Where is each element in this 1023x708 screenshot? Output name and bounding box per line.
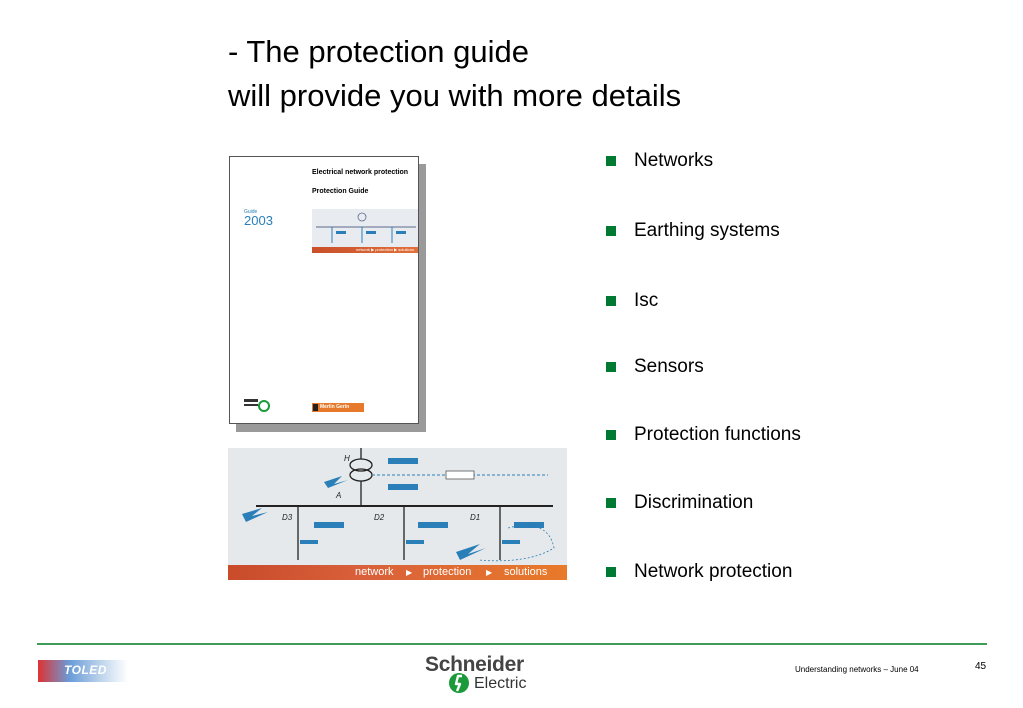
page-number: 45 — [975, 661, 987, 672]
svg-text:A: A — [335, 491, 341, 500]
list-item: Protection functions — [606, 424, 801, 446]
svg-text:D3: D3 — [282, 513, 293, 522]
toled-text: TOLED — [64, 663, 107, 677]
footer-caption: Understanding networks – June 04 — [795, 665, 919, 674]
cover-year: 2003 — [244, 213, 273, 228]
banner-arrow-icon: ▶ — [406, 568, 413, 577]
toled-logo: TOLED — [38, 660, 128, 682]
svg-text:H: H — [344, 454, 350, 463]
cover-subheading: Protection Guide — [312, 188, 369, 195]
list-item-label: Networks — [634, 150, 714, 171]
guide-cover: Electrical network protection Protection… — [229, 156, 419, 424]
list-item: Discrimination — [606, 492, 753, 514]
list-item-label: Discrimination — [634, 492, 754, 513]
cover-guide-label: Guide — [244, 209, 258, 215]
bullet-square-icon — [606, 430, 616, 440]
list-item-label: Isc — [634, 290, 659, 311]
merlin-gerin-tag: Merlin Gerin — [312, 403, 364, 412]
list-item-label: Network protection — [634, 561, 793, 582]
schneider-mini-logo-icon — [244, 399, 270, 412]
merlin-gerin-text: Merlin Gerin — [320, 404, 350, 410]
cover-bar: network ▶ protection ▶ solutions — [312, 247, 418, 253]
banner-network: network — [355, 566, 394, 578]
cover-bar-text: network ▶ protection ▶ solutions — [356, 247, 414, 252]
schneider-logo-icon — [449, 673, 469, 693]
cover-diagram-thumbnail — [312, 209, 418, 247]
list-item-label: Sensors — [634, 356, 704, 377]
bullet-square-icon — [606, 567, 616, 577]
schneider-logo-text: Schneider — [425, 653, 524, 676]
slide-title: - The protection guide will provide you … — [228, 30, 681, 118]
merlin-gerin-icon — [313, 404, 318, 411]
banner-protection: protection — [423, 566, 472, 578]
list-item: Isc — [606, 290, 658, 312]
bullet-square-icon — [606, 156, 616, 166]
bullet-square-icon — [606, 362, 616, 372]
title-line-1: - The protection guide — [228, 34, 530, 69]
footer-divider — [37, 643, 987, 645]
bullet-square-icon — [606, 296, 616, 306]
banner-arrow-icon: ▶ — [486, 568, 493, 577]
list-item: Networks — [606, 150, 713, 172]
list-item-label: Earthing systems — [634, 220, 780, 241]
list-item: Network protection — [606, 561, 792, 583]
list-item-label: Protection functions — [634, 424, 801, 445]
cover-heading: Electrical network protection — [312, 169, 409, 176]
banner-solutions: solutions — [504, 566, 548, 578]
bullet-square-icon — [606, 498, 616, 508]
network-diagram: H A D3 D2 D1 — [228, 448, 567, 565]
list-item: Sensors — [606, 356, 704, 378]
svg-text:D2: D2 — [374, 513, 385, 522]
list-item: Earthing systems — [606, 220, 780, 242]
network-protection-banner: network ▶ protection ▶ solutions — [228, 565, 567, 580]
title-line-2: will provide you with more details — [228, 78, 682, 113]
electric-logo-text: Electric — [474, 675, 527, 692]
bullet-square-icon — [606, 226, 616, 236]
svg-text:D1: D1 — [470, 513, 480, 522]
